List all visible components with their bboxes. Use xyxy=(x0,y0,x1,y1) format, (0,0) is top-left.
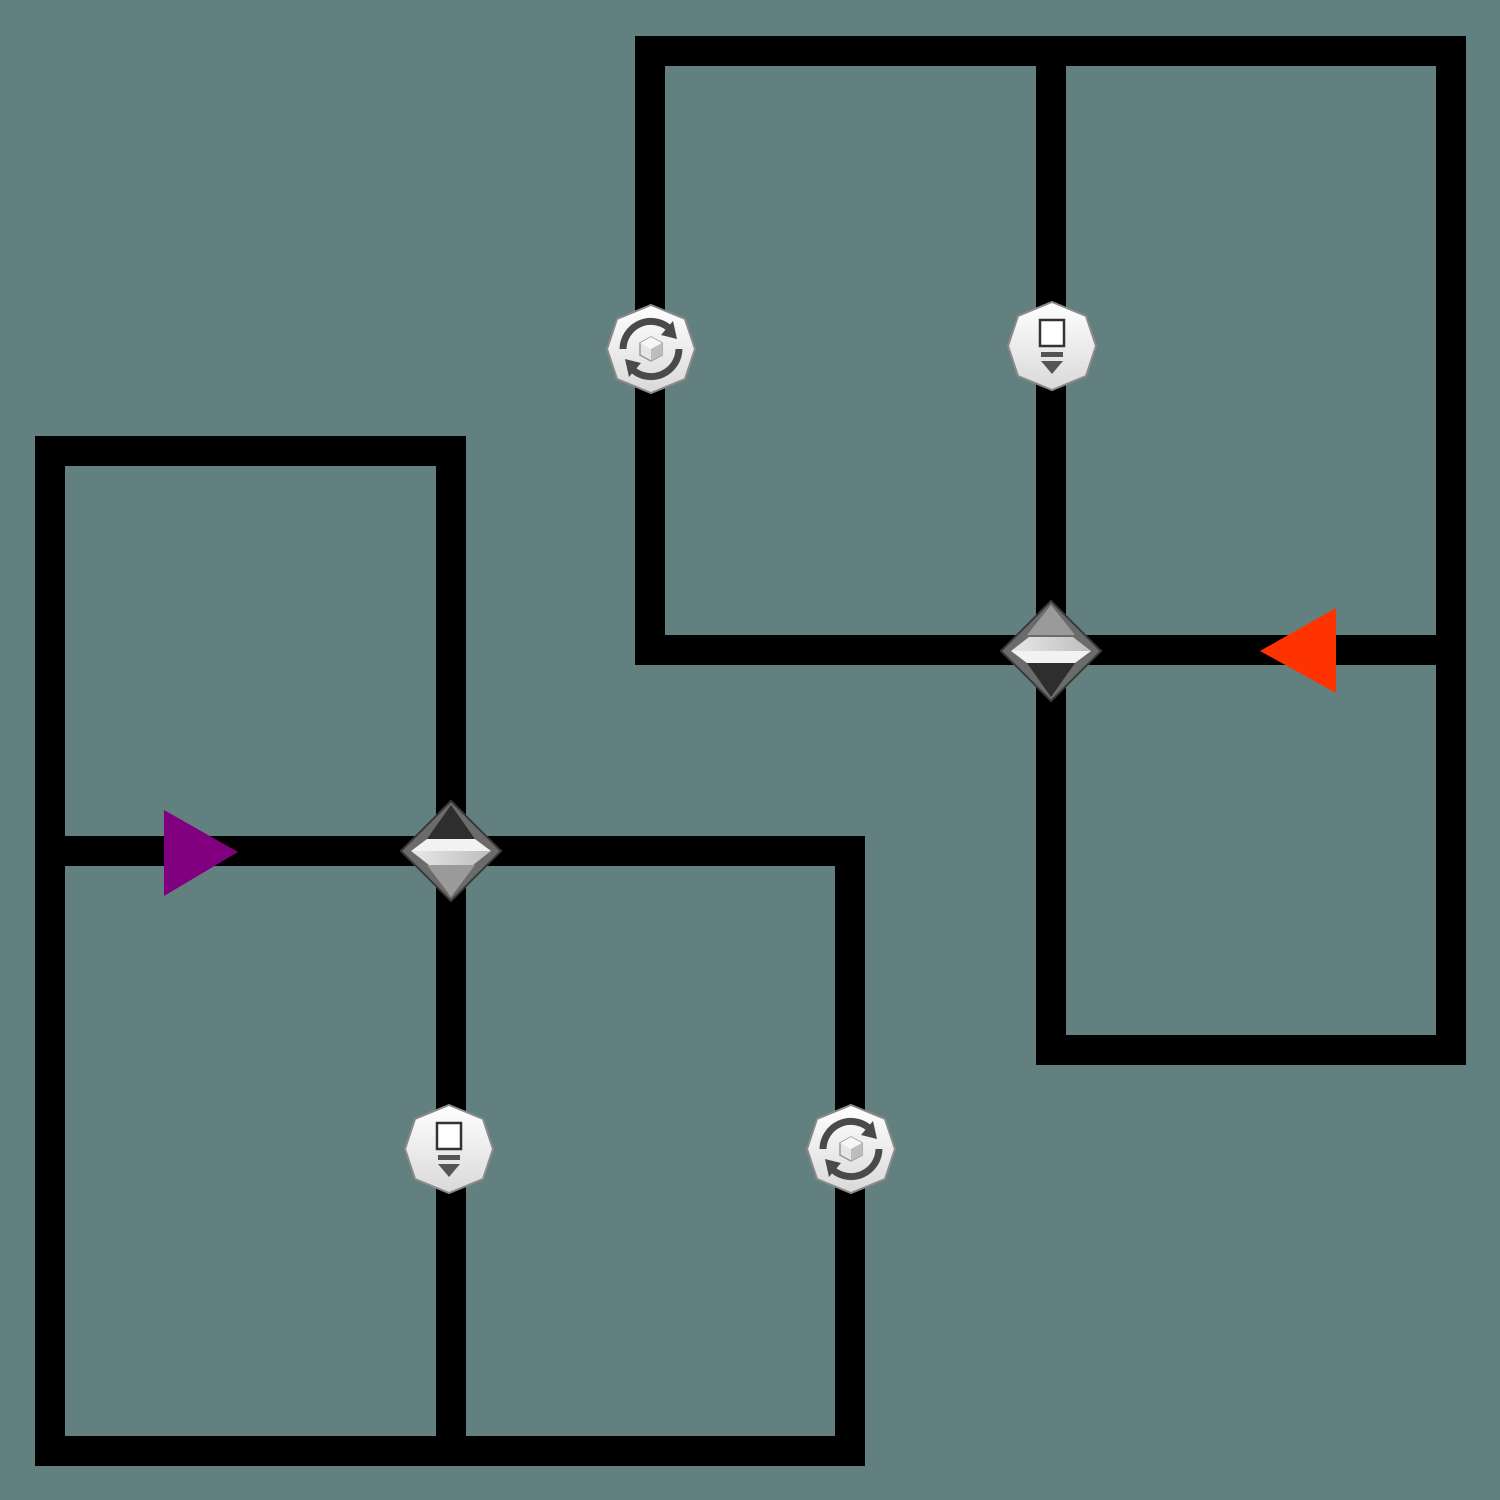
goal-marker-triangle-arrow-left-icon xyxy=(1260,608,1336,693)
rotate-node[interactable] xyxy=(805,1103,897,1195)
track-segment xyxy=(35,1436,865,1466)
rotate-cube-icon xyxy=(619,317,683,381)
drop-node[interactable] xyxy=(403,1103,495,1195)
track-segment xyxy=(1436,36,1466,1065)
junction-node[interactable] xyxy=(399,799,503,903)
drop-node[interactable] xyxy=(1006,300,1098,392)
junction-node[interactable] xyxy=(999,599,1103,703)
track-segment xyxy=(1036,36,1066,1065)
drop-block-icon xyxy=(1038,318,1066,374)
track-segment xyxy=(436,436,466,1466)
track-segment xyxy=(35,436,65,1466)
track-segment xyxy=(1036,1035,1466,1065)
drop-block-icon xyxy=(435,1121,463,1177)
track-segment xyxy=(35,436,466,466)
rotate-node[interactable] xyxy=(605,303,697,395)
player-marker-triangle-arrow-right-icon[interactable] xyxy=(164,810,238,896)
diamond-junction-icon xyxy=(999,599,1103,703)
rotate-cube-icon xyxy=(819,1117,883,1181)
diamond-junction-icon xyxy=(399,799,503,903)
